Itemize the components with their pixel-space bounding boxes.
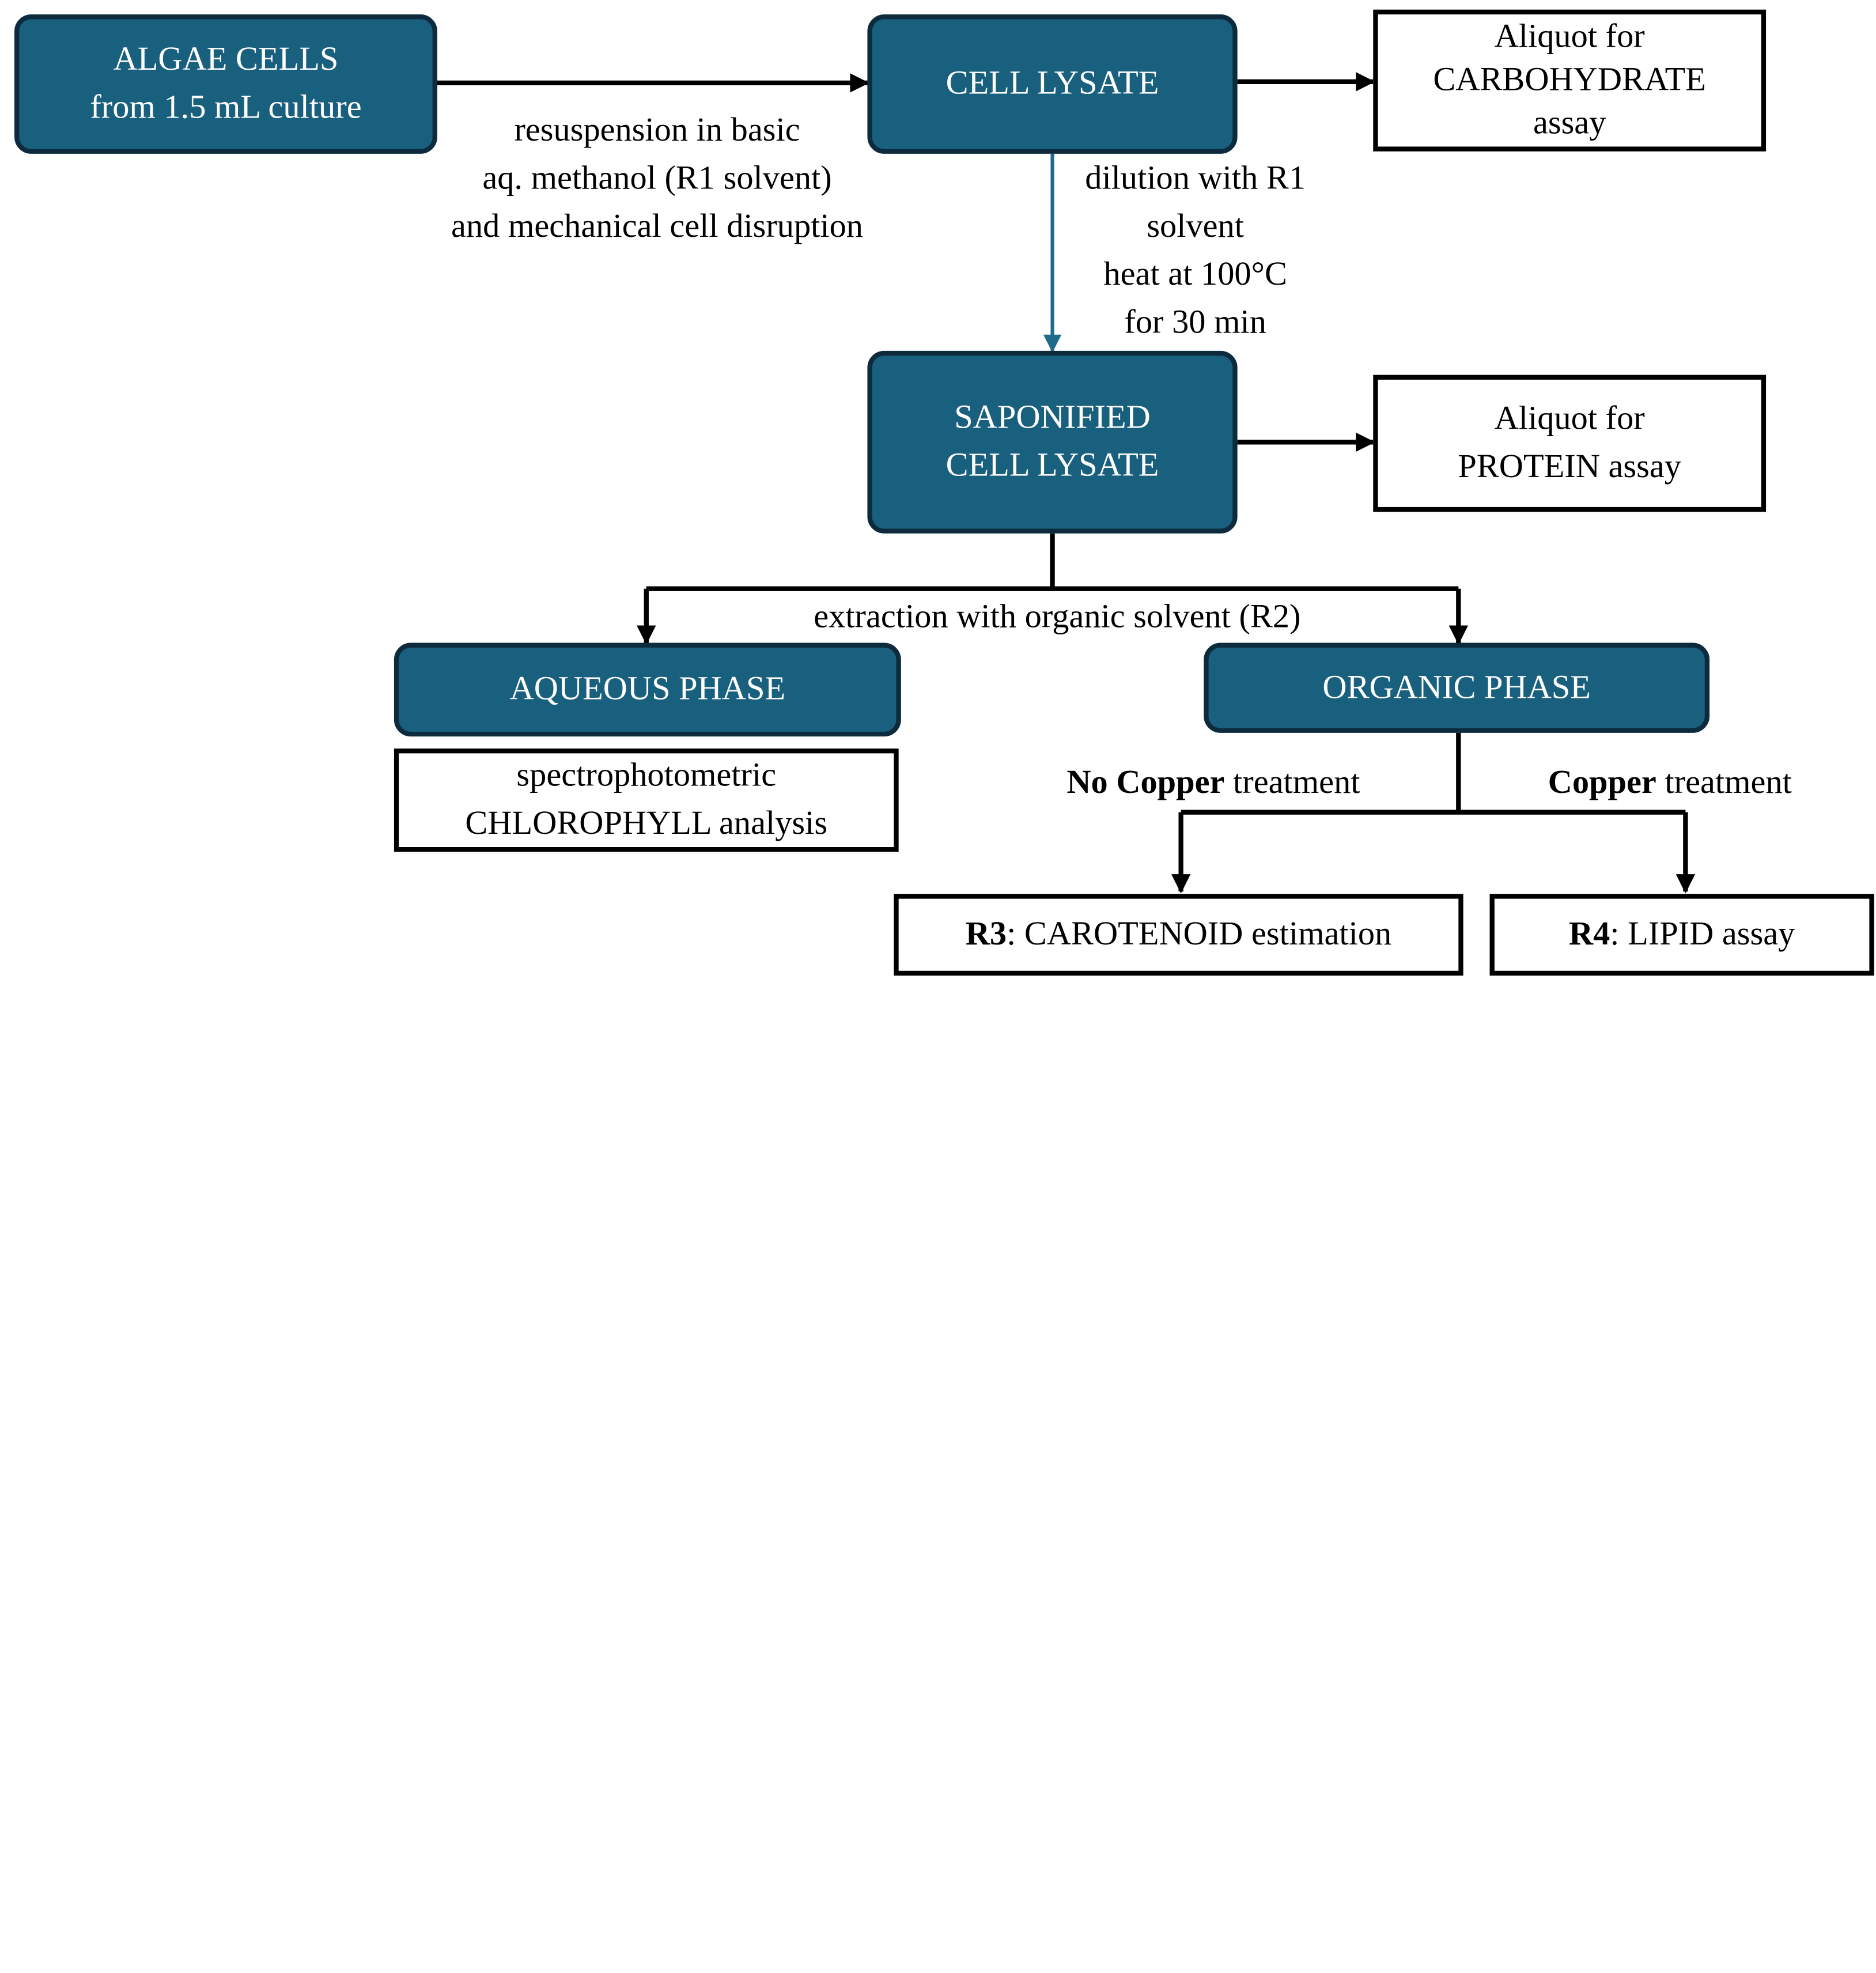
algae-cells-title: ALGAE CELLS xyxy=(113,40,339,78)
carbohydrate-line-1: Aliquot for xyxy=(1494,18,1645,55)
dilution-line-2: solvent xyxy=(1147,207,1244,245)
algae-cells-subtitle: from 1.5 mL culture xyxy=(90,89,362,126)
lipid-box: R4: LIPID assay xyxy=(1489,894,1874,976)
lipid-text: : LIPID assay xyxy=(1610,915,1795,953)
resuspension-line-3: and mechanical cell disruption xyxy=(451,207,864,245)
branch-organic-to-assays xyxy=(1181,732,1686,815)
protein-aliquot-box: Aliquot for PROTEIN assay xyxy=(1373,375,1767,512)
cell-lysate-title: CELL LYSATE xyxy=(945,65,1159,103)
organic-phase-title: ORGANIC PHASE xyxy=(1322,668,1591,706)
extraction-text: extraction with organic solvent (R2) xyxy=(814,598,1301,636)
resuspension-line-1: resuspension in basic xyxy=(514,111,800,149)
dilution-line-4: for 30 min xyxy=(1124,304,1266,342)
carotenoid-box: R3: CAROTENOID estimation xyxy=(894,894,1463,976)
chlorophyll-analysis-box: spectrophotometric CHLOROPHYLL analysis xyxy=(394,749,899,852)
algae-cells-box: ALGAE CELLS from 1.5 mL culture xyxy=(14,14,437,154)
copper-label: Copper treatment xyxy=(1501,759,1838,807)
organic-phase-box: ORGANIC PHASE xyxy=(1204,642,1710,733)
protein-line-2: PROTEIN assay xyxy=(1458,448,1681,486)
carotenoid-text: : CAROTENOID estimation xyxy=(1007,915,1392,953)
protein-line-1: Aliquot for xyxy=(1494,400,1645,437)
saponified-lysate-box: SAPONIFIED CELL LYSATE xyxy=(867,350,1238,534)
branch-saponified-to-phases xyxy=(646,533,1459,591)
saponified-line-1: SAPONIFIED xyxy=(954,399,1151,436)
connector-layer xyxy=(437,72,1696,894)
extraction-label: extraction with organic solvent (R2) xyxy=(745,594,1370,641)
aqueous-phase-title: AQUEOUS PHASE xyxy=(509,670,786,708)
lipid-code: R4 xyxy=(1568,915,1610,953)
aqueous-phase-box: AQUEOUS PHASE xyxy=(394,642,901,737)
no-copper-bold: No Copper xyxy=(1066,764,1225,802)
no-copper-text: treatment xyxy=(1224,764,1360,802)
dilution-line-1: dilution with R1 xyxy=(1085,160,1306,197)
dilution-label: dilution with R1 solvent heat at 100°C f… xyxy=(1057,155,1334,347)
carbohydrate-aliquot-box: Aliquot for CARBOHYDRATE assay xyxy=(1373,9,1767,152)
dilution-line-3: heat at 100°C xyxy=(1103,256,1287,293)
copper-text: treatment xyxy=(1656,764,1792,802)
chlorophyll-line-2: CHLOROPHYLL analysis xyxy=(465,805,828,842)
saponified-line-2: CELL LYSATE xyxy=(945,447,1159,485)
cell-lysate-box: CELL LYSATE xyxy=(867,14,1238,154)
resuspension-label: resuspension in basic aq. methanol (R1 s… xyxy=(409,107,906,251)
no-copper-label: No Copper treatment xyxy=(1027,759,1400,807)
chlorophyll-line-1: spectrophotometric xyxy=(516,757,777,795)
resuspension-line-2: aq. methanol (R1 solvent) xyxy=(482,160,832,197)
carbohydrate-line-3: assay xyxy=(1533,104,1606,142)
carotenoid-code: R3 xyxy=(965,915,1007,953)
carbohydrate-line-2: CARBOHYDRATE xyxy=(1433,61,1706,99)
copper-bold: Copper xyxy=(1548,764,1656,802)
